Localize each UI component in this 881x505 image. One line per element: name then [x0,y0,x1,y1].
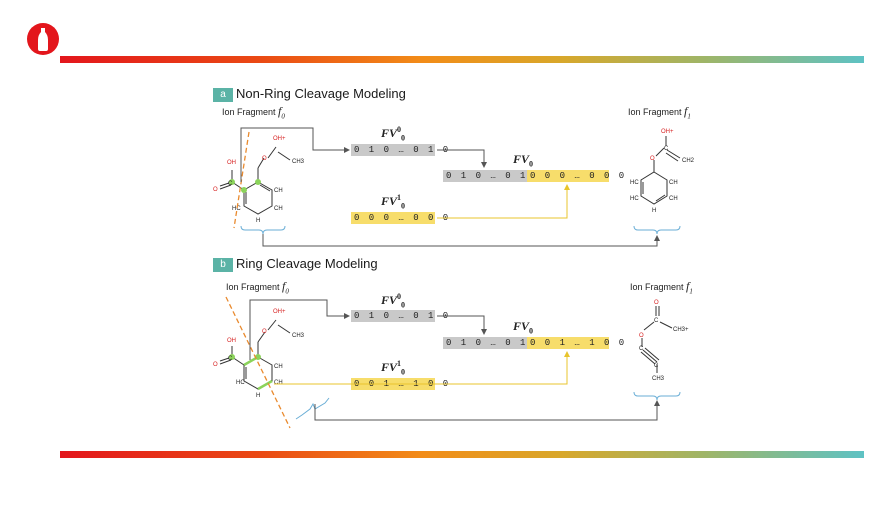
fv0-label-b: FV0 [513,319,534,336]
svg-text:O: O [213,187,218,193]
svg-text:CH3: CH3 [292,333,305,339]
svg-text:H: H [256,393,260,399]
top-gradient-bar [60,56,864,63]
svg-text:OH+: OH+ [273,309,286,315]
svg-text:C: C [654,318,659,324]
svg-text:CH: CH [274,188,283,194]
fv0-1-label-b: FV10 [381,359,406,377]
fv0-bits-yellow-a: 0 0 0 … 0 0 0 [527,170,624,182]
svg-text:C: C [639,346,644,352]
svg-text:CH: CH [274,364,283,370]
svg-text:CH3: CH3 [292,159,305,165]
svg-text:C: C [228,356,233,362]
ion-fragment-f1-label-a: Ion Fragment f1 [628,104,691,121]
section-b-badge: b [213,258,233,272]
svg-text:C: C [654,363,659,369]
svg-text:C: C [228,181,233,187]
svg-text:CH: CH [669,196,678,202]
ion-fragment-f1-label-b: Ion Fragment f1 [630,279,693,296]
fv0-1-bits-a: 0 0 0 … 0 0 0 [351,212,448,224]
svg-text:HC: HC [630,180,639,186]
svg-text:O: O [262,329,267,335]
svg-text:HC: HC [630,196,639,202]
ion-fragment-f0-label-a: Ion Fragment f0 [222,104,285,121]
svg-text:HC: HC [232,206,241,212]
section-b-title: Ring Cleavage Modeling [236,256,378,271]
svg-text:OH+: OH+ [273,136,286,142]
svg-text:CH: CH [669,180,678,186]
ion-fragment-f0-label-b: Ion Fragment f0 [226,279,289,296]
molecule-f1-a [640,136,681,205]
fv0-0-bits-a: 0 1 0 … 0 1 0 [351,144,448,156]
section-a-title: Non-Ring Cleavage Modeling [236,86,406,101]
molecule-f1-b [640,306,673,373]
svg-text:OH+: OH+ [661,129,674,135]
bottom-gradient-bar [60,451,864,458]
fv0-bits-gray-b: 0 1 0 … 0 1 0 [443,337,540,349]
svg-text:HC: HC [236,380,245,386]
svg-text:O: O [262,156,267,162]
svg-text:O: O [654,300,659,306]
svg-text:O: O [213,362,218,368]
fv0-0-bits-b: 0 1 0 … 0 1 0 [351,310,448,322]
svg-text:CH3: CH3 [652,376,665,382]
svg-text:OH: OH [227,338,236,344]
fv0-1-label-a: FV10 [381,193,406,211]
svg-text:CH: CH [274,206,283,212]
fv0-0-label-b: FV00 [381,292,406,310]
fv0-0-label-a: FV00 [381,125,406,143]
svg-text:O: O [639,333,644,339]
svg-text:C: C [664,146,669,152]
fv0-bits-yellow-b: 0 0 1 … 1 0 0 [527,337,624,349]
svg-text:OH: OH [227,160,236,166]
svg-text:O: O [650,156,655,162]
svg-text:CH3+: CH3+ [673,327,689,333]
fv0-bits-gray-a: 0 1 0 … 0 1 0 [443,170,540,182]
section-a-badge: a [213,88,233,102]
bottle-icon [27,23,59,55]
svg-text:CH2: CH2 [682,158,695,164]
svg-text:H: H [652,208,656,214]
svg-text:H: H [256,218,260,224]
svg-text:CH: CH [274,380,283,386]
fv0-label-a: FV0 [513,152,534,169]
